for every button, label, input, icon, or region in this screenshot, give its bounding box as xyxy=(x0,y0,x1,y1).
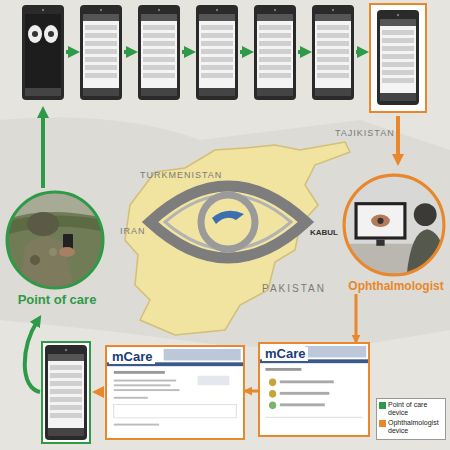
use-shape xyxy=(80,5,122,100)
line-shape xyxy=(396,116,400,160)
circle-shape xyxy=(414,203,437,226)
app-title: mCare xyxy=(262,347,308,361)
rect-shape xyxy=(5,190,105,290)
rect-shape xyxy=(114,397,148,399)
rect-shape xyxy=(114,404,236,417)
use-shape xyxy=(196,5,238,100)
legend-box: Point of care deviceOphthalmologist devi… xyxy=(376,398,446,440)
line-shape xyxy=(182,50,190,54)
use-shape xyxy=(254,5,296,100)
circle-shape xyxy=(201,195,255,249)
photo-circle-node: Point of care xyxy=(5,190,109,307)
ellipse-shape xyxy=(28,25,42,43)
rect-shape xyxy=(164,349,241,360)
circle-shape xyxy=(49,248,57,256)
rect-shape xyxy=(370,4,426,112)
line-shape xyxy=(98,390,102,394)
rect-shape xyxy=(114,424,159,426)
rect-shape xyxy=(198,376,230,386)
rect-shape xyxy=(114,380,176,382)
circle-shape xyxy=(269,378,276,386)
path-shape xyxy=(0,118,450,351)
rect-shape xyxy=(342,173,446,277)
ellipse-shape xyxy=(27,212,59,236)
legend-swatch xyxy=(379,402,386,409)
photo-circle-node: Ophthalmologist xyxy=(342,173,450,294)
circle-shape xyxy=(377,218,383,224)
mcare-screen-node: mCare xyxy=(258,342,370,437)
rect-shape xyxy=(265,368,301,371)
rect-shape xyxy=(358,205,404,236)
map-label: KABUL xyxy=(310,228,338,237)
circle-photo xyxy=(342,173,446,277)
node-label: Ophthalmologist xyxy=(342,279,450,294)
rect-shape xyxy=(107,347,243,438)
map-label: IRAN xyxy=(120,226,146,236)
circle-shape xyxy=(344,175,444,275)
flow-arrow xyxy=(245,390,258,393)
circle-shape xyxy=(269,401,276,409)
ellipse-shape xyxy=(59,247,75,257)
line-shape xyxy=(240,50,248,54)
rect-shape xyxy=(376,240,384,246)
circle-shape xyxy=(7,192,103,288)
rect-shape xyxy=(280,380,334,383)
node-label: Point of care xyxy=(5,292,109,307)
use-shape xyxy=(312,5,354,100)
top-phones xyxy=(22,4,426,112)
afghanistan-map xyxy=(125,142,350,335)
rect-shape xyxy=(354,202,406,239)
path-shape xyxy=(165,195,291,249)
rect-shape xyxy=(114,389,180,391)
use-shape xyxy=(377,10,419,105)
path-shape xyxy=(212,211,244,224)
ellipse-shape xyxy=(371,215,390,227)
map-label: TAJIKISTAN xyxy=(335,128,395,138)
legend-row: Ophthalmologist device xyxy=(379,419,443,435)
ellipse-shape xyxy=(44,25,58,43)
rect-shape xyxy=(25,14,61,88)
rect-shape xyxy=(114,371,165,374)
path-shape xyxy=(150,186,306,258)
rect-shape xyxy=(305,346,366,357)
line-shape xyxy=(124,50,132,54)
bottom-phone xyxy=(42,342,90,443)
use-shape xyxy=(138,5,180,100)
path-shape xyxy=(25,320,40,392)
legend-swatch xyxy=(379,420,386,427)
rect-shape xyxy=(260,344,368,435)
circle-photo xyxy=(5,190,105,290)
map-label: TURKMENISTAN xyxy=(140,170,222,180)
use-shape xyxy=(22,5,64,100)
rect-shape xyxy=(42,342,90,443)
circle-shape xyxy=(48,31,54,37)
g-shape xyxy=(5,190,105,290)
circle-shape xyxy=(269,390,276,398)
line-shape xyxy=(356,50,363,54)
map-label: PAKISTAN xyxy=(262,283,326,294)
line-shape xyxy=(66,50,74,54)
legend-text: Point of care device xyxy=(388,401,443,417)
rect-shape xyxy=(265,416,362,418)
eye-logo xyxy=(150,186,306,258)
rect-shape xyxy=(114,384,171,386)
use-shape xyxy=(45,345,87,440)
app-title: mCare xyxy=(109,350,155,364)
circle-shape xyxy=(32,31,38,37)
rect-shape xyxy=(280,403,325,406)
line-shape xyxy=(298,50,306,54)
legend-row: Point of care device xyxy=(379,401,443,417)
rect-shape xyxy=(280,392,330,395)
mcare-screen-node: mCare xyxy=(105,345,245,440)
neighbour-land xyxy=(0,118,450,351)
line-shape xyxy=(41,112,45,188)
legend-text: Ophthalmologist device xyxy=(388,419,443,435)
circle-shape xyxy=(30,255,40,265)
g-shape xyxy=(342,173,446,277)
flow-arrow xyxy=(355,294,358,342)
